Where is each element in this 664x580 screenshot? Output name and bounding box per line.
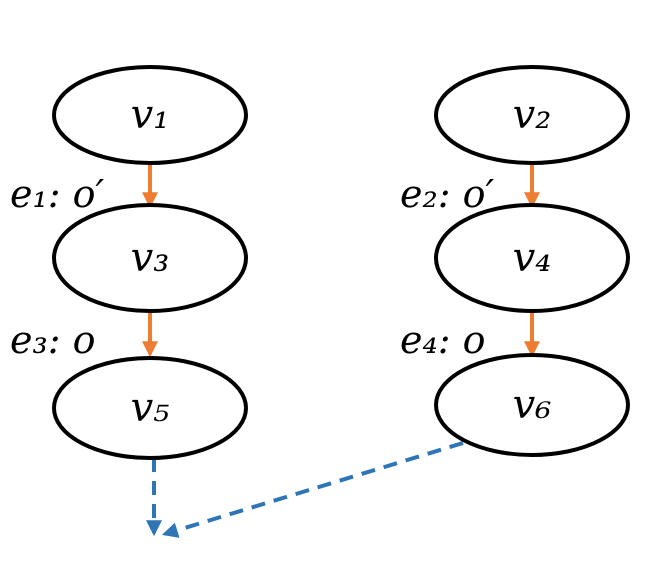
node-v4-label: v₄ xyxy=(513,235,552,281)
edge-e1-label: e₁: o′ xyxy=(10,172,104,216)
node-v4: v₄ xyxy=(434,203,630,313)
node-v6-label: v₆ xyxy=(513,382,552,428)
node-v1-label: v₁ xyxy=(131,92,170,138)
edge-e3-label: e₃: o xyxy=(10,318,95,362)
node-v2: v₂ xyxy=(434,65,630,165)
node-v3-label: v₃ xyxy=(131,235,170,281)
node-v3: v₃ xyxy=(52,203,248,313)
node-v2-label: v₂ xyxy=(513,92,552,138)
node-v5: v₅ xyxy=(52,356,248,460)
edge-e4-label: e₄: o xyxy=(400,318,485,362)
node-v5-label: v₅ xyxy=(131,385,170,431)
node-v6: v₆ xyxy=(434,353,630,457)
node-v1: v₁ xyxy=(52,65,248,165)
dashed-edge-v6 xyxy=(161,441,464,538)
edge-e2-label: e₂: o′ xyxy=(400,172,494,216)
